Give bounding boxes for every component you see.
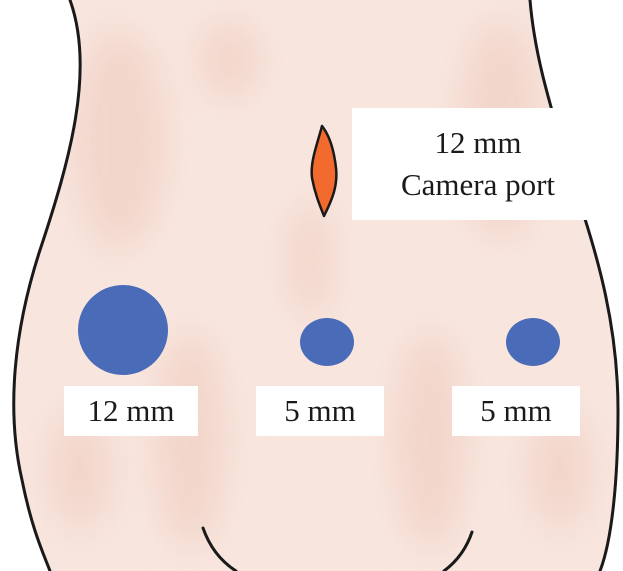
camera-port-name: Camera port [401, 164, 555, 206]
port-label-center: 5 mm [256, 386, 384, 436]
camera-port-size: 12 mm [435, 122, 522, 164]
port-marker-center [300, 318, 354, 366]
port-label-left: 12 mm [64, 386, 198, 436]
port-label-right: 5 mm [452, 386, 580, 436]
camera-port-label: 12 mm Camera port [352, 108, 604, 220]
port-marker-right [506, 318, 560, 366]
port-marker-left [78, 285, 168, 375]
